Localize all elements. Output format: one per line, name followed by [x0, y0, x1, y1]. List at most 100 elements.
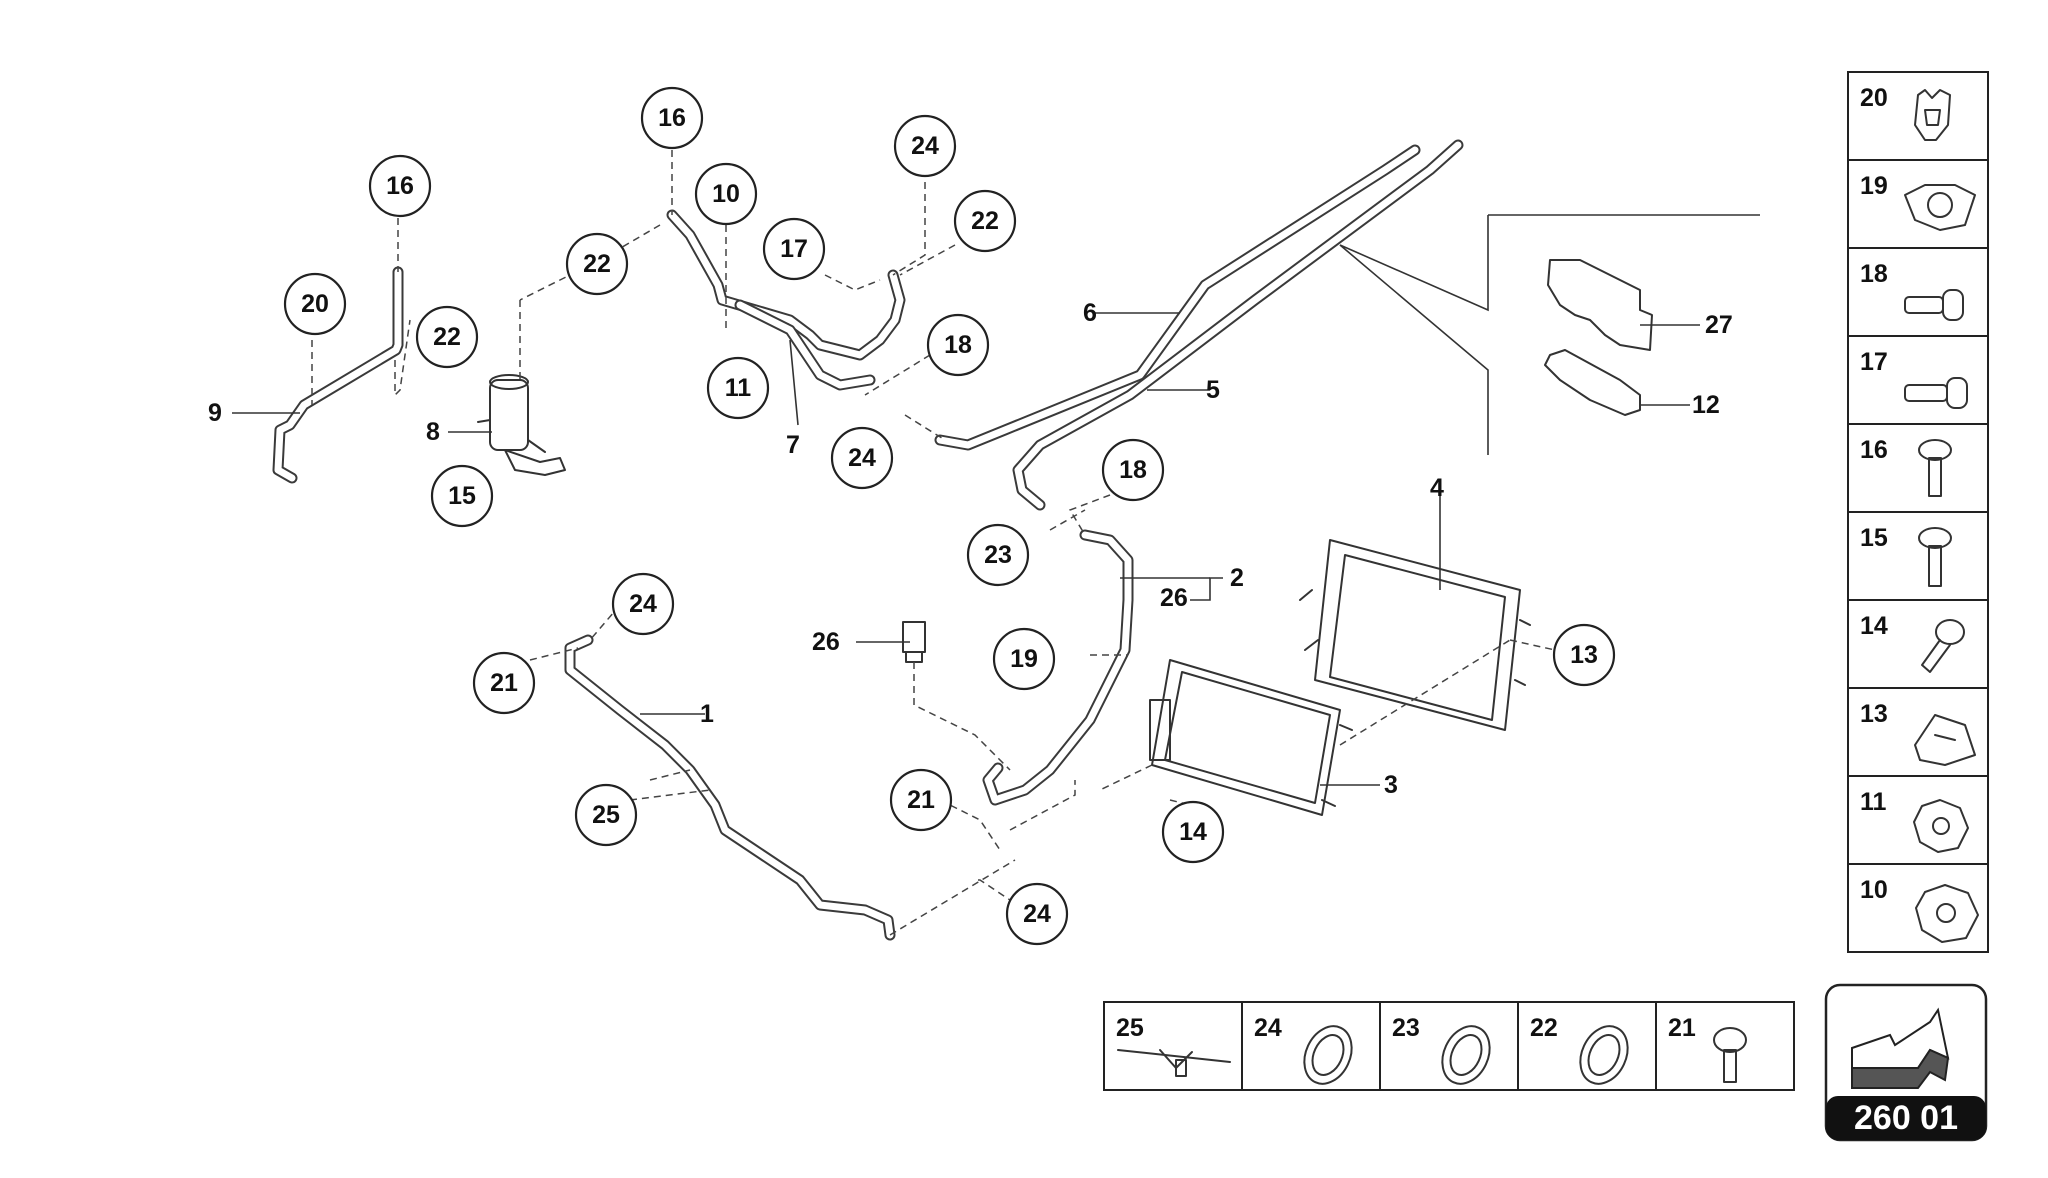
svg-text:24: 24 — [629, 590, 657, 618]
side-panel: 20 19 18 17 16 15 14 13 11 10 — [1847, 71, 1989, 953]
panel-label: 10 — [1860, 876, 1888, 904]
callout: 19 — [992, 627, 1056, 691]
bolt-icon — [1904, 289, 1964, 321]
svg-text:18: 18 — [944, 331, 972, 359]
callout: 18 — [926, 313, 990, 377]
svg-text:22: 22 — [433, 323, 461, 351]
pipe-1 — [564, 634, 896, 941]
label: 12 — [1692, 391, 1720, 419]
svg-text:23: 23 — [984, 541, 1012, 569]
label: 5 — [1206, 376, 1220, 404]
callout: 22 — [565, 232, 629, 296]
callouts: 16 16 10 24 22 17 20 22 22 11 18 24 18 2… — [283, 86, 1616, 946]
callout: 20 — [283, 272, 347, 336]
label: 4 — [1430, 474, 1444, 502]
spring-nut-icon — [1914, 714, 1976, 766]
pipe-5 — [1012, 139, 1464, 511]
label: 8 — [426, 418, 440, 446]
label: 3 — [1384, 771, 1398, 799]
svg-text:10: 10 — [712, 180, 740, 208]
panel-label: 25 — [1116, 1014, 1144, 1042]
callout: 21 — [889, 768, 953, 832]
callout: 17 — [762, 217, 826, 281]
panel-label: 15 — [1860, 524, 1888, 552]
label-leaders — [232, 214, 1760, 786]
svg-text:22: 22 — [971, 207, 999, 235]
callout: 22 — [953, 189, 1017, 253]
clip-nut-icon — [1913, 799, 1969, 853]
panel-label: 16 — [1860, 436, 1888, 464]
o-ring-icon — [1303, 1025, 1353, 1085]
svg-text:21: 21 — [490, 669, 518, 697]
svg-text:13: 13 — [1570, 641, 1598, 669]
callout: 24 — [1005, 882, 1069, 946]
callout: 16 — [640, 86, 704, 150]
label: 26 — [812, 628, 840, 656]
receiver-drier-8 — [477, 374, 566, 476]
svg-text:22: 22 — [583, 250, 611, 278]
label: 9 — [208, 399, 222, 427]
panel-label: 18 — [1860, 260, 1888, 288]
callout: 24 — [893, 114, 957, 178]
cable-tie-icon — [1117, 1049, 1231, 1077]
pipe-clamp-icon — [1904, 184, 1976, 231]
svg-text:17: 17 — [780, 235, 808, 263]
radiator-4 — [1299, 539, 1531, 731]
svg-text:24: 24 — [1023, 900, 1051, 928]
svg-text:11: 11 — [725, 374, 752, 402]
panel-label: 19 — [1860, 172, 1888, 200]
callout: 21 — [472, 651, 536, 715]
label: 1 — [700, 700, 714, 728]
screw-icon — [1921, 619, 1965, 673]
panel-label: 14 — [1860, 612, 1888, 640]
svg-text:21: 21 — [907, 786, 935, 814]
panel-label: 13 — [1860, 700, 1888, 728]
o-ring-icon — [1579, 1025, 1629, 1085]
callout: 22 — [415, 305, 479, 369]
dashed-leaders — [311, 150, 1556, 936]
page-ref-label: 260 01 — [1854, 1099, 1958, 1137]
screw-icon — [1918, 439, 1952, 497]
svg-text:24: 24 — [848, 444, 876, 472]
page-reference: 260 01 — [1824, 983, 1988, 1142]
panel-label: 11 — [1860, 788, 1887, 816]
callout: 16 — [368, 154, 432, 218]
label: 7 — [786, 431, 800, 459]
svg-text:18: 18 — [1119, 456, 1147, 484]
callout: 11 — [706, 356, 770, 420]
labels: 9 8 15 7 6 5 4 3 2 26 1 27 12 — [208, 299, 1733, 799]
screw-icon — [1713, 1027, 1747, 1083]
callout: 24 — [830, 426, 894, 490]
clip-icon — [1914, 89, 1951, 141]
callout: 15 — [430, 464, 494, 528]
svg-text:20: 20 — [301, 290, 329, 318]
pipe-6 — [934, 144, 1421, 451]
svg-text:14: 14 — [1179, 818, 1207, 846]
bottom-panel: 25 24 23 22 21 — [1103, 1001, 1795, 1091]
pipe-9 — [272, 266, 404, 484]
pipe-2 — [982, 529, 1134, 806]
callout: 10 — [694, 162, 758, 226]
o-ring-icon — [1441, 1025, 1491, 1085]
panel-label: 17 — [1860, 348, 1888, 376]
callout: 13 — [1552, 623, 1616, 687]
svg-text:19: 19 — [1010, 645, 1038, 673]
label: 6 — [1083, 299, 1097, 327]
panel-label: 21 — [1668, 1014, 1696, 1042]
svg-text:15: 15 — [448, 482, 476, 510]
callout: 25 — [574, 783, 638, 847]
panel-label: 23 — [1392, 1014, 1420, 1042]
callout: 14 — [1161, 800, 1225, 864]
panel-label: 22 — [1530, 1014, 1558, 1042]
label: 27 — [1705, 311, 1733, 339]
svg-text:16: 16 — [658, 104, 686, 132]
detail-clips — [1544, 259, 1653, 416]
screw-icon — [1918, 527, 1952, 587]
panel-label: 20 — [1860, 84, 1888, 112]
label: 2 — [1230, 564, 1244, 592]
condenser-3 — [1149, 659, 1353, 816]
svg-text:25: 25 — [592, 801, 620, 829]
callout: 23 — [966, 523, 1030, 587]
pipes-and-parts — [272, 139, 1653, 941]
